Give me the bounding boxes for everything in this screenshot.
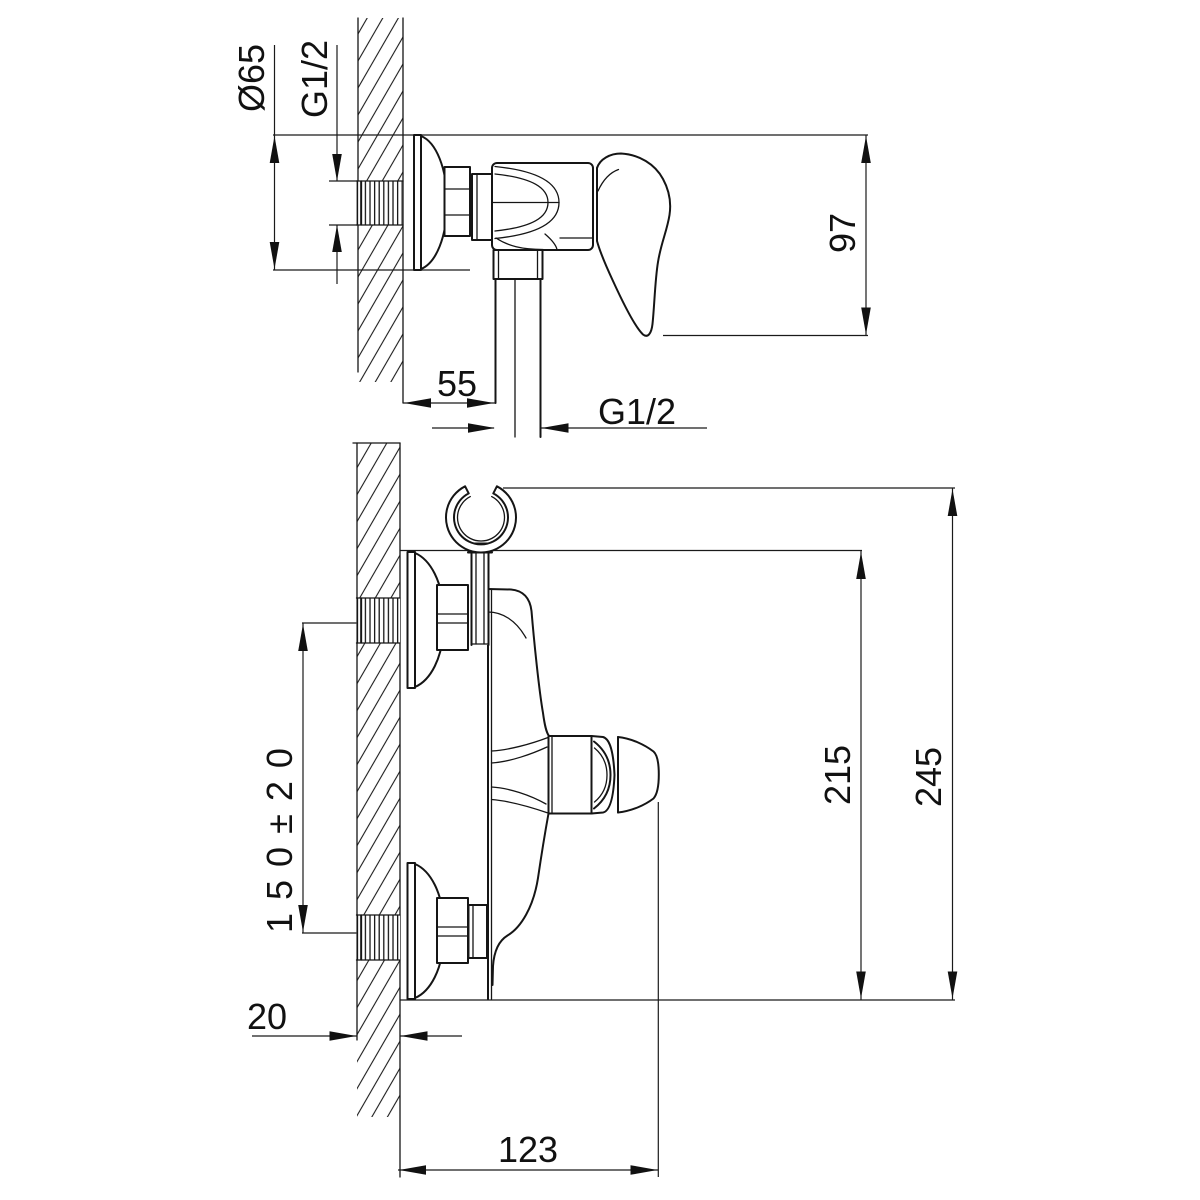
dim-label-wall-thickness-20: 20 [247, 996, 287, 1037]
adapter-lower [467, 904, 488, 959]
inlet-thread-top-view [355, 180, 404, 226]
inlet-thread-lower [355, 914, 401, 961]
dim-depth-123: 123 [398, 1129, 658, 1175]
inlet-thread-upper [355, 597, 401, 644]
handle-front-view [547, 735, 660, 815]
handle-top-view [596, 152, 672, 337]
dim-label-inlet-spacing: 150±20 [259, 735, 300, 933]
hex-nut-lower [436, 897, 469, 964]
dim-height-215: 215 [817, 550, 866, 1000]
valve-body-top-view [491, 162, 598, 251]
dim-height-245: 245 [908, 488, 958, 1000]
dim-label-outlet-thread: G1/2 [598, 391, 676, 432]
hex-nut-top-view [443, 166, 471, 237]
dim-label-depth-123: 123 [498, 1129, 558, 1170]
dim-outlet-thread: G1/2 [432, 391, 707, 433]
extension-lines-top-view [273, 134, 868, 337]
shower-holder-clip [445, 485, 517, 554]
dim-label-height-97: 97 [822, 213, 863, 253]
hex-nut-upper [436, 584, 469, 651]
dim-inlet-spacing: 150±20 [259, 623, 308, 933]
escutcheon-top-view [413, 134, 448, 271]
dim-wall-thickness-20: 20 [247, 996, 462, 1041]
outlet-pipe-top-view [492, 249, 544, 438]
dim-label-escutcheon-diameter: Ø65 [231, 44, 272, 112]
dim-wall-to-outlet-55: 55 [403, 363, 495, 408]
dim-height-97: 97 [822, 135, 871, 336]
dim-escutcheon-diameter: Ø65 [231, 44, 280, 270]
dim-label-height-215: 215 [817, 745, 858, 805]
dim-label-inlet-thread: G1/2 [294, 40, 335, 118]
top-view-side-section: Ø65 G1/2 97 55 [231, 17, 871, 438]
shower-holder-stem [467, 542, 493, 646]
front-view-installation: 150±20 215 245 20 123 [247, 442, 958, 1178]
dim-label-wall-to-outlet-55: 55 [437, 363, 477, 404]
dim-inlet-thread: G1/2 [294, 40, 342, 284]
wall-section-front [352, 442, 401, 1178]
adapter-top-view [471, 173, 493, 241]
mixer-body-front-view [487, 551, 550, 1000]
dim-label-height-245: 245 [908, 747, 949, 807]
